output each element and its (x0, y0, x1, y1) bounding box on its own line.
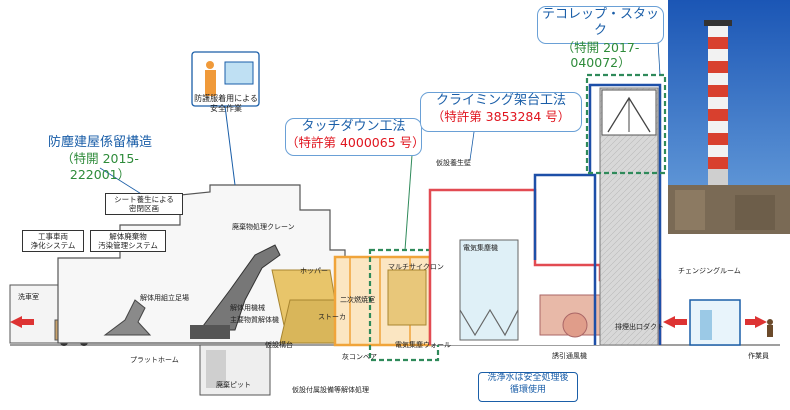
pit-left (206, 350, 226, 388)
bousen-patent: （特開 2015-222001） (61, 151, 139, 182)
excavator-left (103, 299, 152, 336)
label-crane: 廃棄物処理クレーン (232, 223, 295, 231)
label-incinerator: 仮設付属設備等解体処理 (292, 386, 369, 394)
arrow-left (10, 316, 34, 328)
fan (562, 312, 588, 338)
label-pit: 廃棄ピット (216, 381, 251, 389)
chimney (704, 20, 732, 185)
worker-body (767, 325, 773, 337)
wash-water-note: 洗浄水は安全処理後 循環使用 (478, 372, 578, 402)
worker-head (767, 319, 773, 325)
tecolep-title: テコレップ・スタック (541, 7, 659, 39)
callout-tecolep: テコレップ・スタック （特開 2017-040072） (537, 6, 664, 70)
blue-enclosure (533, 83, 662, 345)
arrow-right-exit (745, 316, 767, 328)
dust-collector (459, 239, 519, 341)
label-secondary: 二次燃焼室 (340, 296, 375, 304)
label-demolition: 解体用組立足場 (140, 294, 189, 302)
touchdown-title: タッチダウン工法 (301, 119, 406, 134)
cyclone-unit (387, 269, 427, 326)
label-worker: 作業員 (748, 352, 769, 360)
label-stoker: ストーカ (318, 313, 346, 321)
excavator-mid (199, 244, 281, 331)
touchdown-patent: （特許第 4000065 号） (286, 135, 425, 151)
label-temp-wall: 仮設養生壁 (436, 159, 471, 167)
label-duct: 誘引通風機 (552, 352, 587, 360)
callout-touchdown: タッチダウン工法 （特許第 4000065 号） (285, 118, 425, 156)
label-platform: プラットホーム (130, 356, 179, 364)
label-hopper: ホッパー (300, 267, 328, 275)
sheet-box: シート養生による 密閉区画 (105, 193, 183, 215)
excavator-body (190, 325, 230, 339)
callout-climbing: クライミング架台工法 （特許第 3853284 号） (420, 92, 582, 132)
label-dust-collector: 電気集塵機 (463, 244, 498, 252)
bousen-title: 防塵建屋係留構造 (47, 135, 152, 150)
changing-room (689, 299, 741, 346)
label-crusher: 主要物質解体機 (230, 316, 279, 324)
label-dismantle: 解体用機械 (230, 304, 265, 312)
label-cyclone: マルチサイクロン (388, 263, 444, 271)
label-conveyor: 灰コンベア (342, 353, 377, 361)
suit-caption: 防護服着用による 安全作業 (194, 94, 258, 113)
dust-collector-hoppers (459, 308, 519, 337)
car-wash-box: 工事車両 浄化システム (22, 230, 84, 252)
label-temp-cover: 仮設構台 (265, 341, 293, 349)
debris-box: 解体廃棄物 汚染管理システム (90, 230, 166, 252)
climbing-patent: （特許第 3853284 号） (431, 109, 571, 125)
tecolep-patent: （特開 2017-040072） (561, 39, 640, 71)
callout-bousen: 防塵建屋係留構造 （特開 2015-222001） (35, 135, 165, 182)
label-outlet: 電気集塵ウォール (395, 341, 451, 349)
arrow-mid (663, 316, 687, 328)
climbing-title: クライミング架台工法 (435, 93, 566, 108)
label-wash-room: 洗車室 (18, 293, 39, 301)
label-changing: チェンジングルーム (678, 267, 741, 275)
label-blower: 排煙出口ダクト (615, 323, 664, 331)
